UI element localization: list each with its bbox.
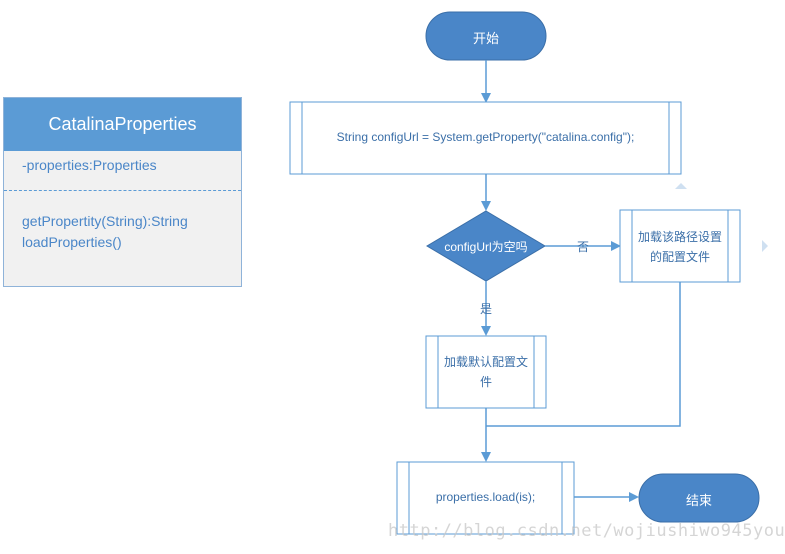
watermark-url: http://blog.csdn.net/wojiushiwo945you [388,521,785,541]
start-label: 开始 [472,31,499,46]
end-label: 结束 [685,493,712,508]
uml-attribute: -properties:Properties [4,151,241,191]
load-path-label: 加载该路径设置的配置文件 [637,230,722,264]
uml-methods: getPropertity(String):String loadPropert… [4,191,241,253]
decor-triangle-up [675,183,687,189]
uml-method: loadProperties() [22,234,122,250]
decision-label: configUrl为空吗 [444,240,528,254]
end-node [638,473,760,523]
uml-class-box: CatalinaProperties -properties:Propertie… [3,97,242,287]
load-default-box [425,335,547,409]
load-default-label: 加载默认配置文件 [443,355,528,389]
yes-label: 是 [479,302,492,316]
uml-method: getPropertity(String):String [22,213,188,229]
load-props-label: properties.load(is); [435,490,536,504]
load-props-box [396,461,575,535]
connector-path-merge [486,282,681,427]
no-label: 否 [576,240,589,254]
config-label: String configUrl = System.getProperty("c… [336,130,635,144]
decor-triangle-right [762,240,768,252]
config-process-box [289,101,682,175]
uml-class-name: CatalinaProperties [4,98,241,151]
